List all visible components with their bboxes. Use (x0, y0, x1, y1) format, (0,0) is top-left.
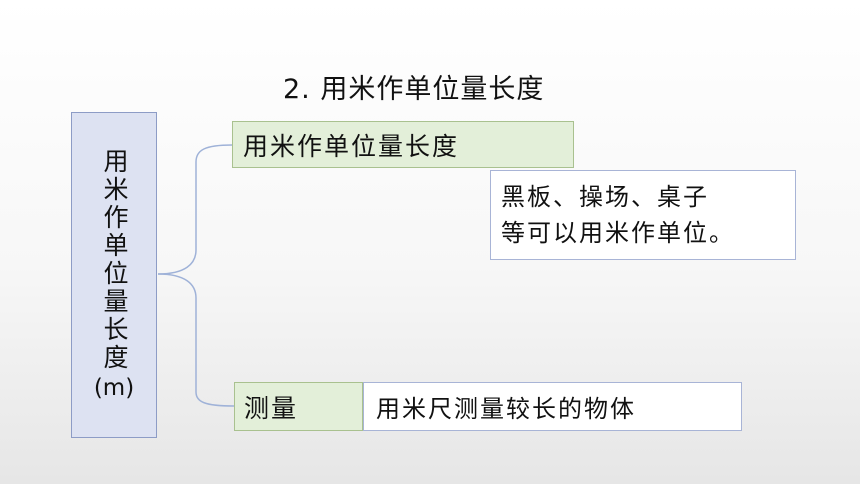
root-node-unit: (m) (93, 375, 135, 401)
branch-top-note-line2: 等可以用米作单位。 (501, 219, 735, 247)
branch-bottom-description: 用米尺测量较长的物体 (363, 382, 742, 431)
branch-top-note-line1: 黑板、操场、桌子 (501, 183, 709, 211)
root-node: 用米作单位量长度 (m) (71, 112, 157, 438)
diagram-title: 2. 用米作单位量长度 (283, 74, 545, 105)
branch-top-label: 用米作单位量长度 (243, 131, 460, 161)
branch-bottom-description-text: 用米尺测量较长的物体 (376, 395, 636, 423)
branch-top-node: 用米作单位量长度 (232, 121, 574, 168)
branch-bottom-node: 测量 (234, 382, 363, 431)
root-node-label: 用米作单位量长度 (100, 148, 129, 372)
branch-top-note: 黑板、操场、桌子 等可以用米作单位。 (490, 170, 796, 260)
branch-bottom-label: 测量 (244, 393, 299, 423)
